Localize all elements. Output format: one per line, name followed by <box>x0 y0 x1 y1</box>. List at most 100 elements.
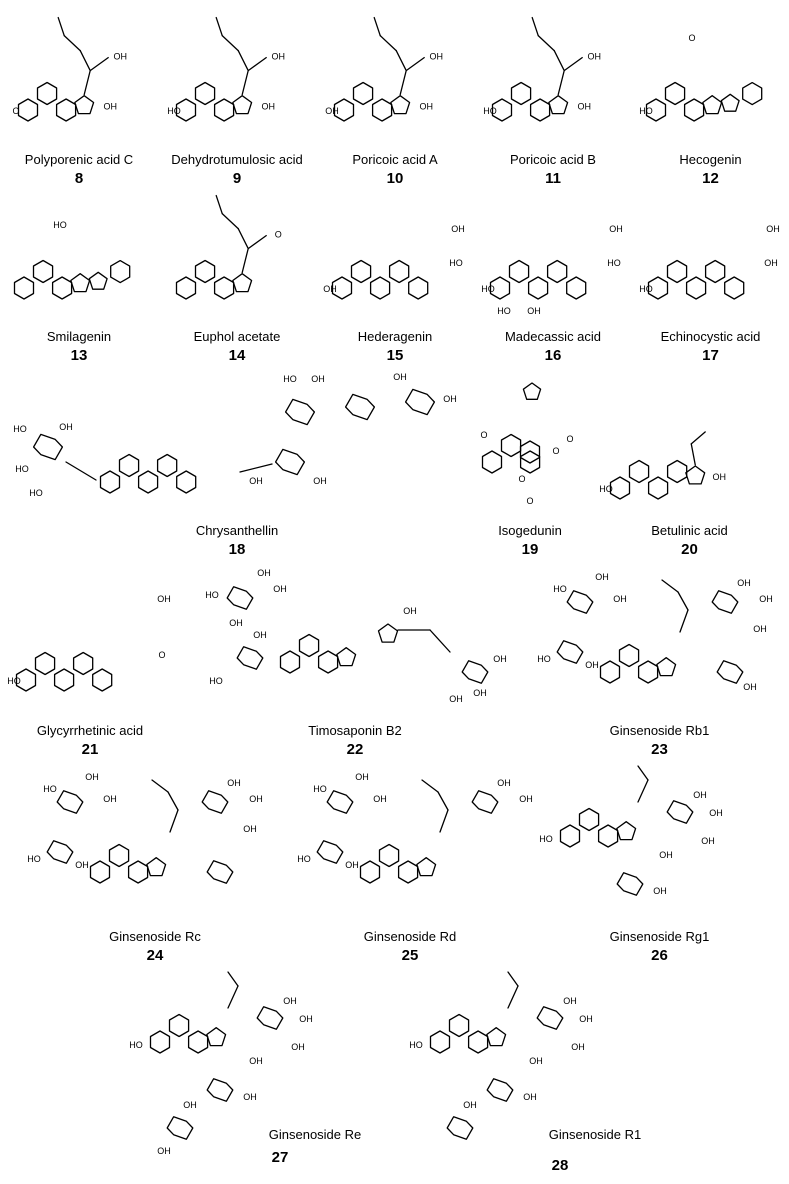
sugar-ring <box>316 840 344 864</box>
bond-line <box>531 16 539 37</box>
ring-bond <box>336 647 357 667</box>
substituent-label: OH <box>571 1042 585 1052</box>
compound-18-name: Chrysanthellin <box>195 523 279 538</box>
compound-22-number: 22 <box>346 741 364 758</box>
substituent-label: OH <box>595 572 609 582</box>
compound-25-name: Ginsenoside Rd <box>363 929 457 944</box>
ring-bond <box>232 95 253 115</box>
compound-15-number: 15 <box>386 347 404 364</box>
ring-bond <box>685 465 706 485</box>
ring-bond <box>279 650 301 674</box>
substituent-label: HO <box>483 106 497 116</box>
compound-8-number: 8 <box>74 170 84 187</box>
bond-line <box>169 809 179 833</box>
compound-12-structure: OHO <box>639 33 763 122</box>
bond-line <box>241 247 249 274</box>
ring-bond <box>118 453 140 478</box>
substituent-label: HO <box>15 464 29 474</box>
substituent-label: OH <box>449 694 463 704</box>
substituent-label: OH <box>519 794 533 804</box>
substituent-label: HO <box>297 854 311 864</box>
substituent-label: OH <box>103 102 117 112</box>
sugar-ring <box>666 800 694 824</box>
ring-bond <box>175 276 197 300</box>
compound-14-name: Euphol acetate <box>193 329 281 344</box>
substituent-label: OH <box>249 476 263 486</box>
ring-bond <box>666 459 688 484</box>
compound-16-number: 16 <box>544 347 562 364</box>
sugar-ring <box>32 433 64 461</box>
bond-line <box>215 194 223 215</box>
compound-21-name: Glycyrrhetinic acid <box>36 723 144 738</box>
bond-line <box>89 56 109 72</box>
substituent-label: HO <box>639 284 653 294</box>
bond-line <box>661 579 679 593</box>
sugar-ring <box>256 1006 284 1030</box>
bond-line <box>399 69 407 96</box>
sugar-ring <box>471 790 499 814</box>
bond-line <box>79 49 91 72</box>
ring-bond <box>72 651 94 676</box>
substituent-label: OH <box>659 850 673 860</box>
substituent-label: O <box>526 496 533 506</box>
substituent-label: HO <box>209 676 223 686</box>
substituent-label: HO <box>205 590 219 600</box>
compound-15-name: Hederagenin <box>357 329 433 344</box>
ring-bond <box>664 81 686 106</box>
ring-bond <box>647 476 669 500</box>
ring-bond <box>645 98 667 122</box>
substituent-label: OH <box>527 306 541 316</box>
substituent-label: O <box>688 33 695 43</box>
substituent-label: OH <box>355 772 369 782</box>
substituent-label: HO <box>481 284 495 294</box>
substituent-label: OH <box>103 794 117 804</box>
bond-line <box>563 56 583 72</box>
ring-bond <box>156 453 178 478</box>
sugar-ring <box>711 590 739 614</box>
bond-line <box>421 779 439 793</box>
substituent-label: OH <box>451 224 465 234</box>
bond-line <box>379 34 397 52</box>
ring-bond <box>647 276 669 300</box>
substituent-label: OH <box>325 106 339 116</box>
ring-bond <box>616 821 637 841</box>
compound-12-name: Hecogenin <box>679 152 742 167</box>
compound-25-number: 25 <box>401 947 419 964</box>
ring-bond <box>206 1027 227 1047</box>
ring-bond <box>519 450 541 474</box>
ring-bond <box>628 459 650 484</box>
sugar-ring <box>536 1006 564 1030</box>
compound-13-name: Smilagenin <box>46 329 112 344</box>
ring-bond <box>390 95 411 115</box>
ring-bond <box>333 98 355 122</box>
substituent-label: OH <box>523 1092 537 1102</box>
sugar-ring <box>556 640 584 664</box>
ring-bond <box>89 860 111 884</box>
bond-line <box>215 16 223 37</box>
bond-line <box>677 591 689 611</box>
ring-bond <box>176 470 197 494</box>
ring-bond <box>609 476 631 500</box>
substituent-label: O <box>275 230 282 240</box>
substituent-label: HO <box>53 220 67 230</box>
ring-bond <box>597 824 619 848</box>
ring-bond <box>467 1030 489 1054</box>
substituent-label: OH <box>273 584 287 594</box>
substituent-label: OH <box>271 52 285 62</box>
substituent-label: OH <box>577 102 591 112</box>
substituent-label: OH <box>497 778 511 788</box>
substituent-label: OH <box>183 1100 197 1110</box>
substituent-label: HO <box>27 854 41 864</box>
ring-bond <box>36 81 58 106</box>
ring-bond <box>331 276 353 300</box>
